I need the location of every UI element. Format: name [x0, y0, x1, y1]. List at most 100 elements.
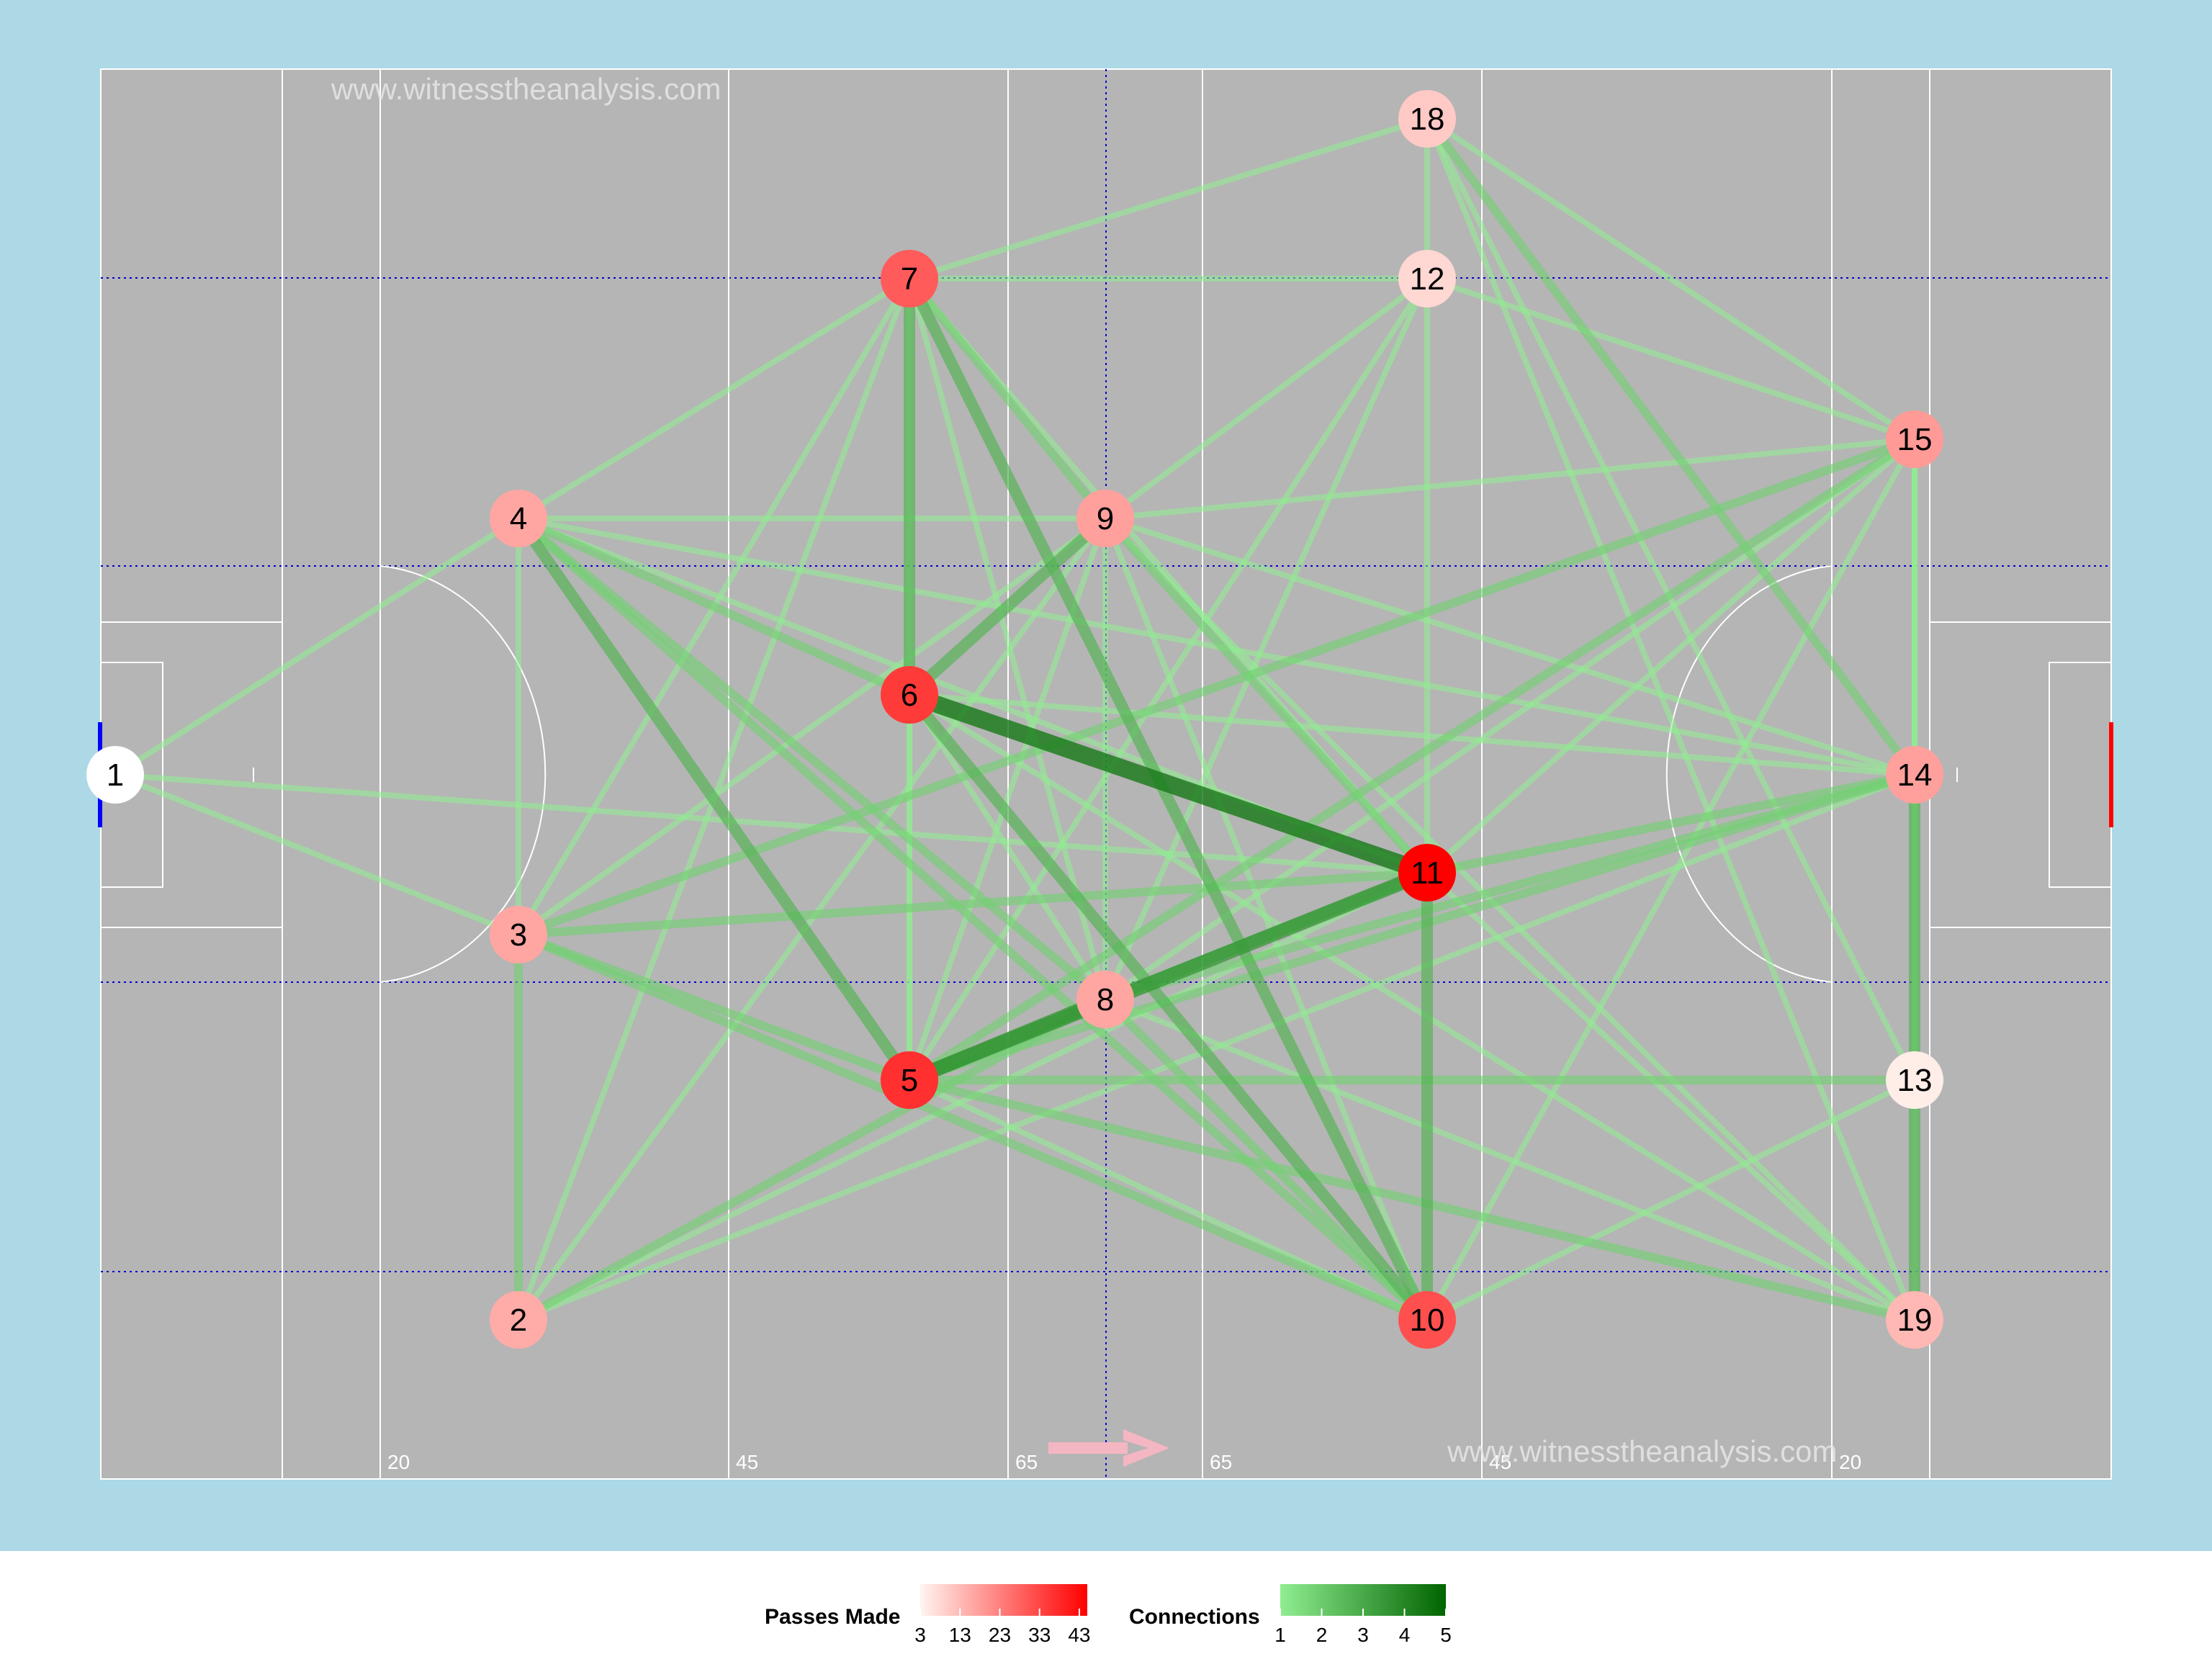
connection-line	[1424, 436, 1917, 876]
chart-panel: 20 45 65 65 45 20 www.witnesstheanalysis…	[0, 0, 2212, 1551]
connection-line	[516, 516, 1108, 938]
connection-line	[1424, 116, 1917, 1323]
player-circle	[490, 906, 547, 963]
player-circle	[881, 666, 938, 724]
player-node: 7	[881, 250, 938, 307]
player-node: 19	[1886, 1291, 1943, 1349]
pitch-label: 65	[1210, 1451, 1232, 1473]
player-node: 15	[1886, 410, 1943, 468]
player-node: 5	[881, 1051, 938, 1109]
player-node: 3	[490, 906, 547, 963]
connection-line	[905, 435, 1919, 1084]
player-number: 4	[510, 501, 527, 536]
player-number: 10	[1410, 1303, 1445, 1338]
player-circle	[1886, 1051, 1943, 1109]
legend-tick-label: 43	[1068, 1624, 1090, 1646]
connection-line	[904, 689, 1433, 1326]
player-circle	[490, 490, 547, 547]
player-node: 2	[490, 1291, 547, 1349]
player-number: 13	[1897, 1063, 1933, 1098]
legend-tick-label: 13	[949, 1624, 971, 1646]
connection-line	[1101, 514, 1431, 877]
connection-line	[1102, 997, 1917, 1323]
connection-line	[514, 868, 1431, 939]
attack-direction-arrow-icon	[1048, 1429, 1169, 1467]
connection-line	[513, 513, 915, 1086]
pitch-label: 65	[1015, 1451, 1038, 1473]
player-circle	[881, 1051, 938, 1109]
player-number: 19	[1897, 1303, 1933, 1338]
connection-line	[516, 516, 1108, 1323]
player-node: 14	[1886, 746, 1943, 804]
player-node: 4	[490, 490, 547, 547]
player-number: 12	[1410, 261, 1445, 297]
player-circle	[1886, 1291, 1943, 1349]
connection-line	[514, 930, 1431, 1324]
connection-line	[902, 992, 1112, 1087]
player-circle	[1886, 746, 1943, 804]
legend-tick-label: 23	[989, 1624, 1011, 1646]
player-number: 9	[1097, 501, 1114, 536]
connection-line	[1102, 516, 1430, 1323]
player-node: 1	[86, 746, 144, 804]
connection-line	[907, 116, 1430, 282]
connection-line	[516, 276, 912, 521]
legend-tick-label: 2	[1316, 1624, 1328, 1646]
legend-passes-title: Passes Made	[765, 1605, 900, 1629]
player-number: 8	[1097, 982, 1114, 1017]
connection-line	[904, 273, 1433, 1326]
connection-line	[1102, 276, 1430, 521]
legend-tick-label: 5	[1440, 1624, 1452, 1646]
connection-line	[112, 772, 1430, 876]
connection-line	[1424, 436, 1917, 1323]
player-node: 9	[1076, 490, 1134, 547]
player-circle	[490, 1291, 547, 1349]
player-number: 14	[1897, 757, 1933, 793]
player-node: 18	[1398, 90, 1456, 148]
player-number: 2	[510, 1303, 527, 1338]
connection-line	[514, 514, 1110, 1004]
pitch-labels: 20 45 65 65 45 20	[387, 1451, 1861, 1473]
legend-passes-colorbar	[920, 1584, 1087, 1616]
legend-tick-label: 3	[914, 1624, 926, 1646]
legend-tick-label: 4	[1399, 1624, 1411, 1646]
player-circle	[1886, 410, 1943, 468]
legend-tick-label: 3	[1357, 1624, 1369, 1646]
connection-line	[516, 772, 1917, 1323]
connection-line	[904, 513, 1111, 701]
player-circle	[1076, 971, 1134, 1028]
player-circle	[1398, 844, 1456, 902]
player-circle	[1398, 90, 1456, 148]
legend-tick-label: 1	[1274, 1624, 1286, 1646]
legend-connections-ticks: 1 2 3 4 5	[1274, 1609, 1452, 1646]
player-circle	[86, 746, 144, 804]
connection-line	[1424, 116, 1917, 442]
connection-line	[1102, 516, 1917, 778]
connection-line	[1424, 870, 1917, 1323]
player-number: 7	[901, 261, 918, 297]
pass-network-pitch: 20 45 65 65 45 20 www.witnesstheanalysis…	[86, 68, 2113, 1480]
pitch-label: 20	[387, 1451, 410, 1473]
player-circle	[1398, 250, 1456, 307]
connection-line	[1102, 276, 1430, 1002]
player-number: 6	[901, 678, 918, 713]
player-number: 15	[1897, 422, 1933, 457]
player-number: 3	[510, 917, 527, 953]
connection-line	[907, 276, 1108, 1002]
connection-line	[907, 692, 1108, 1002]
connection-line	[112, 772, 521, 938]
connection-line	[905, 1076, 1919, 1324]
connection-line	[514, 995, 1110, 1324]
connection-line	[1101, 770, 1919, 1004]
connection-line	[1102, 516, 1917, 1323]
player-number: 18	[1410, 102, 1445, 137]
pitch-label: 20	[1839, 1451, 1861, 1473]
legend-connections-title: Connections	[1129, 1605, 1260, 1629]
player-node: 6	[881, 666, 938, 724]
connection-line	[1102, 436, 1917, 1002]
player-number: 1	[107, 757, 124, 793]
connections-layer	[112, 114, 1920, 1326]
connection-line	[1102, 436, 1917, 521]
